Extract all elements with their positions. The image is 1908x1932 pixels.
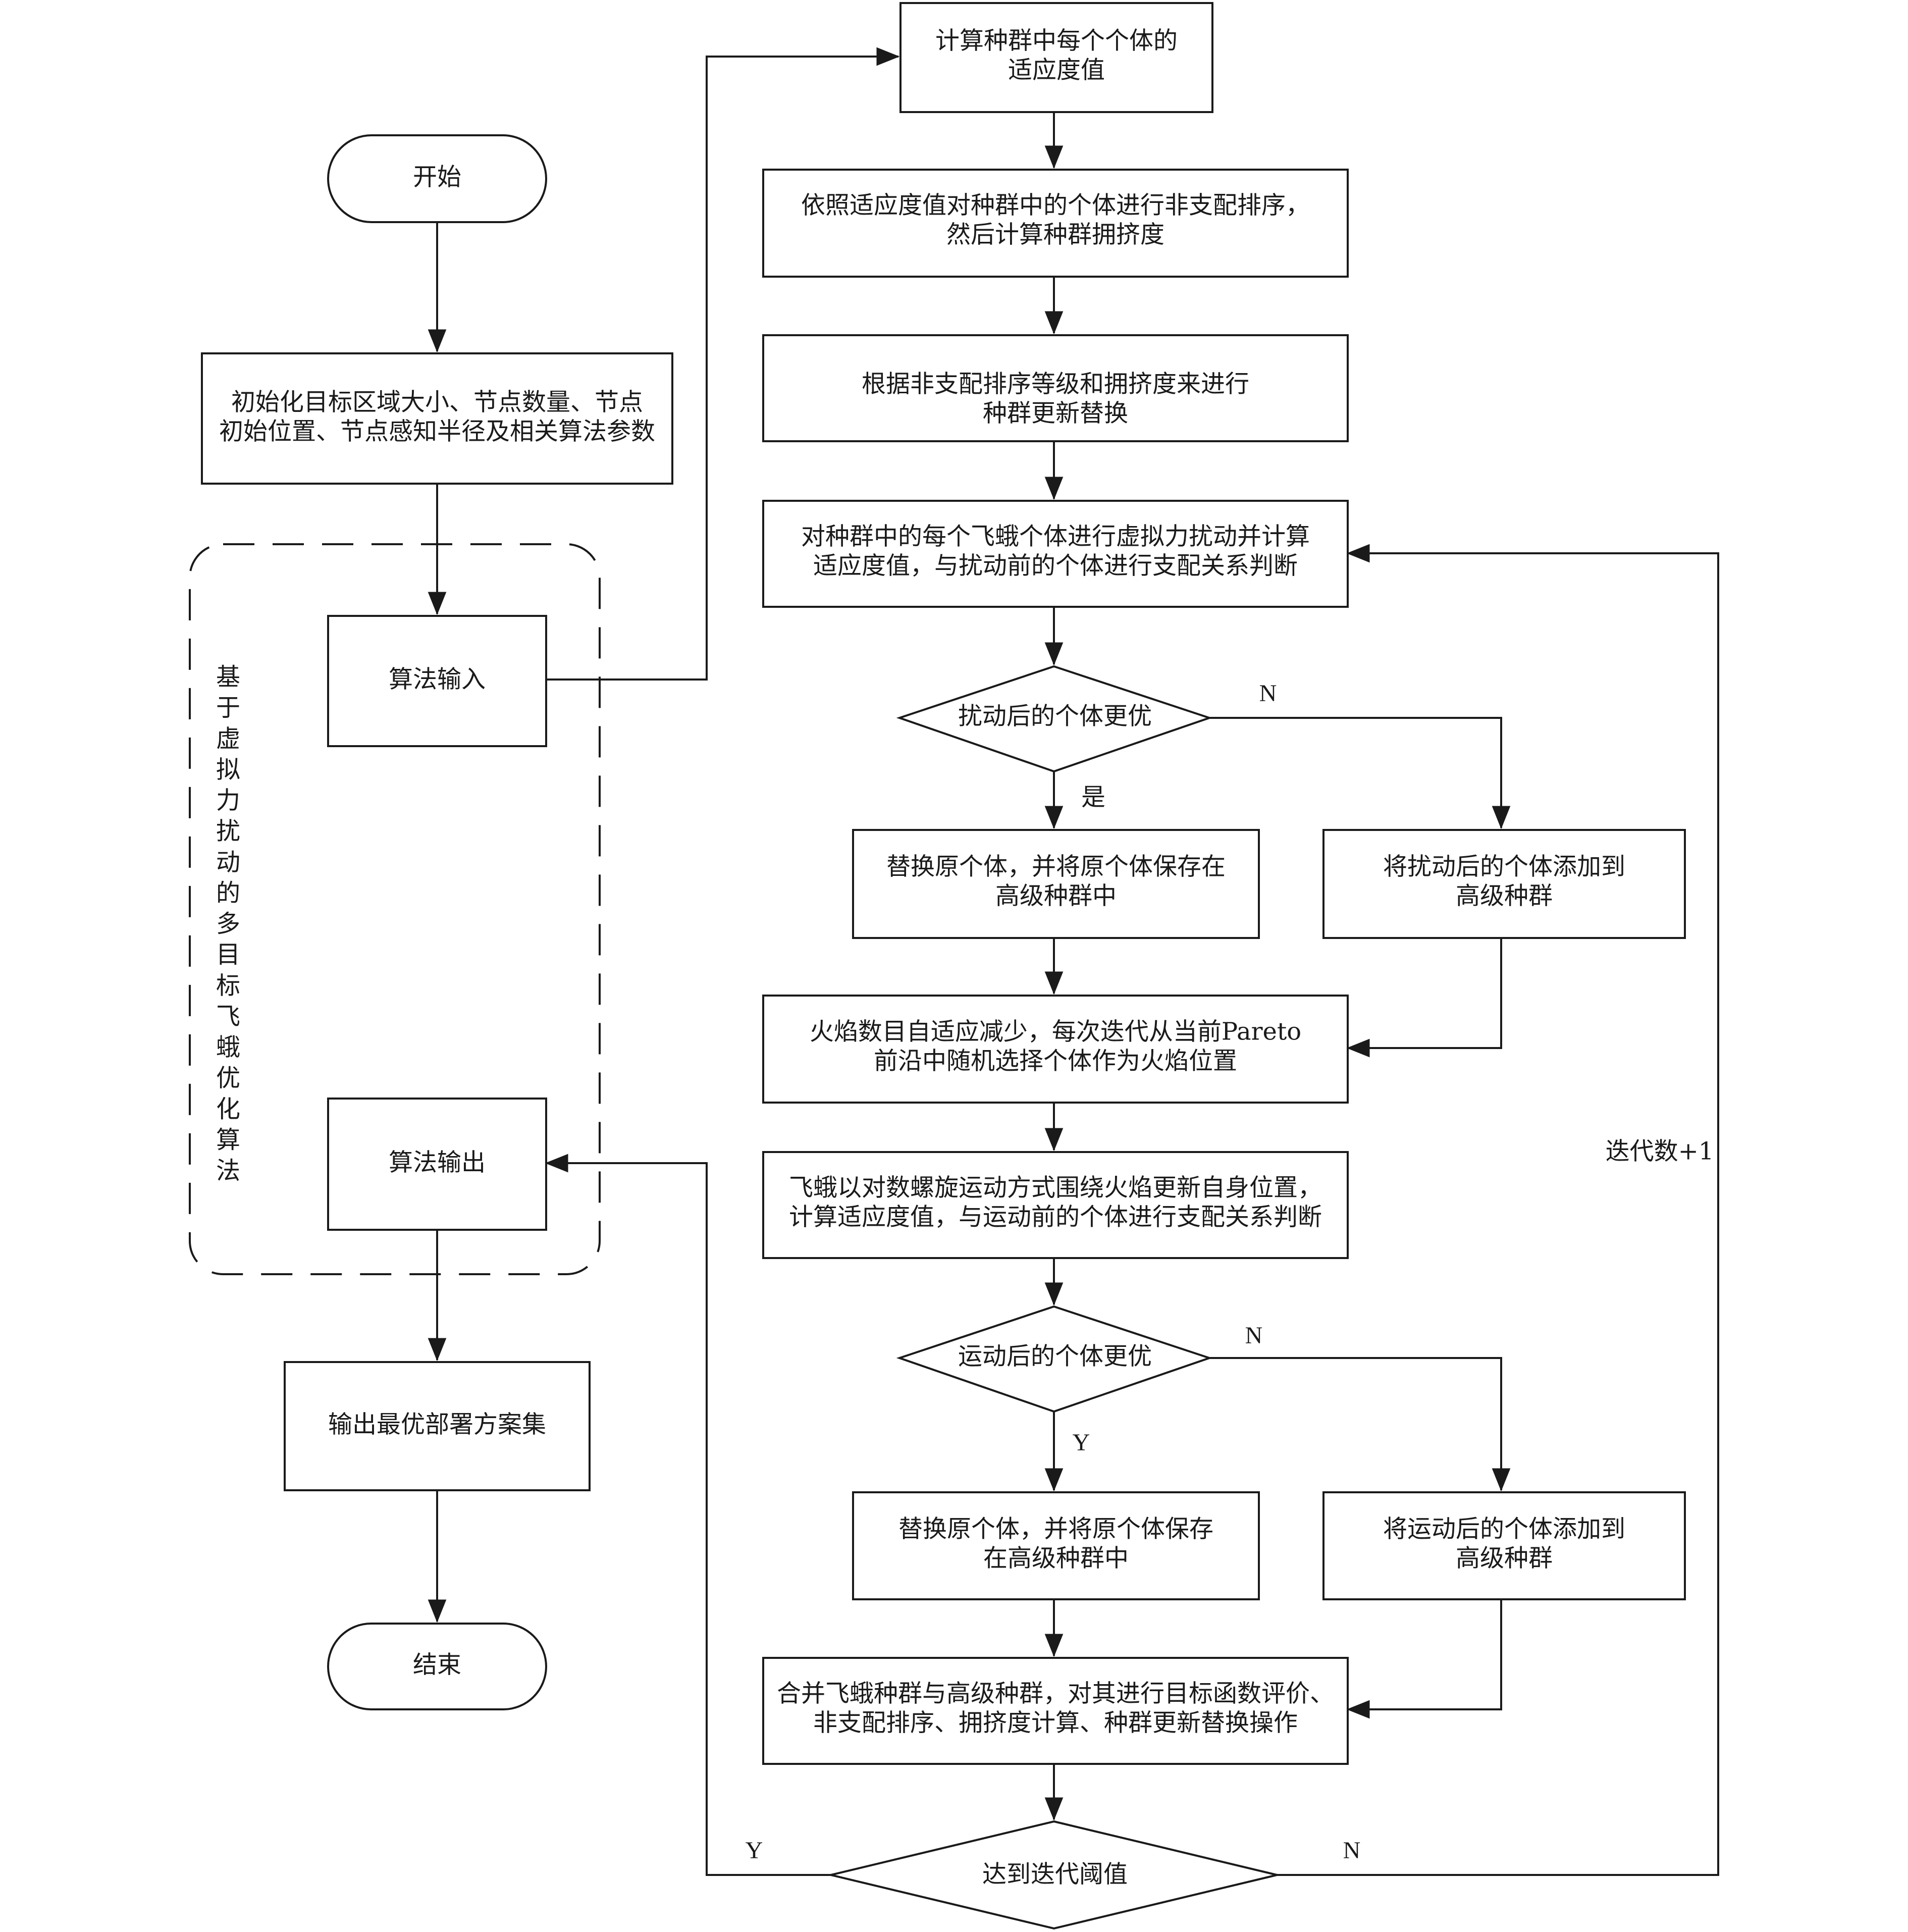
- decision2-no-label: N: [1245, 1322, 1263, 1349]
- sort-line-1: 依照适应度值对种群中的个体进行非支配排序，: [801, 191, 1310, 220]
- add2-line-2: 高级种群: [1456, 1544, 1553, 1573]
- flame-line-2: 前沿中随机选择个体作为火焰位置: [874, 1047, 1237, 1075]
- decision1-yes-label: 是: [1081, 784, 1105, 811]
- add2-line-1: 将运动后的个体添加到: [1383, 1515, 1625, 1543]
- algo-input-text: 算法输入: [389, 665, 486, 694]
- perturb-box: 对种群中的每个飞蛾个体进行虚拟力扰动并计算 适应度值，与扰动前的个体进行支配关系…: [762, 500, 1349, 608]
- merge-box: 合并飞蛾种群与高级种群，对其进行目标函数评价、 非支配排序、拥挤度计算、种群更新…: [762, 1657, 1349, 1765]
- replace1-box: 替换原个体，并将原个体保存在 高级种群中: [852, 829, 1260, 939]
- add1-line-1: 将扰动后的个体添加到: [1383, 853, 1625, 881]
- decision1-text: 扰动后的个体更优: [958, 702, 1152, 730]
- spiral-line-2: 计算适应度值，与运动前的个体进行支配关系判断: [789, 1203, 1322, 1231]
- update-line-1: 根据非支配排序等级和拥挤度来进行: [862, 370, 1249, 398]
- arrow-add1-to-flame: [1346, 938, 1502, 1058]
- algo-input-box: 算法输入: [327, 615, 547, 747]
- start-text: 开始: [413, 163, 461, 191]
- replace2-line-1: 替换原个体，并将原个体保存: [898, 1515, 1213, 1543]
- decision3-yes-label: Y: [746, 1837, 763, 1864]
- fitness-line-2: 适应度值: [1008, 56, 1105, 84]
- add1-box: 将扰动后的个体添加到 高级种群: [1322, 829, 1686, 939]
- decision2-yes-label: Y: [1073, 1429, 1090, 1456]
- replace2-box: 替换原个体，并将原个体保存 在高级种群中: [852, 1491, 1260, 1600]
- arrow-decision1-no: [1209, 717, 1511, 829]
- add2-box: 将运动后的个体添加到 高级种群: [1322, 1491, 1686, 1600]
- decision2-text: 运动后的个体更优: [958, 1342, 1152, 1371]
- merge-line-2: 非支配排序、拥挤度计算、种群更新替换操作: [813, 1709, 1298, 1737]
- perturb-line-1: 对种群中的每个飞蛾个体进行虚拟力扰动并计算: [801, 523, 1310, 551]
- output-best-text: 输出最优部署方案集: [328, 1411, 546, 1439]
- arrow-decision2-no: [1209, 1357, 1511, 1492]
- algo-output-text: 算法输出: [389, 1148, 486, 1177]
- iteration-label: 迭代数+1: [1606, 1137, 1714, 1166]
- replace2-line-2: 在高级种群中: [983, 1544, 1129, 1573]
- arrow-input-to-fitness: [546, 47, 900, 681]
- end-terminal: 结束: [327, 1623, 547, 1710]
- output-best-box: 输出最优部署方案集: [284, 1361, 591, 1491]
- sort-line-2: 然后计算种群拥挤度: [946, 221, 1164, 249]
- init-line-2: 初始位置、节点感知半径及相关算法参数: [219, 417, 655, 446]
- dashed-group-label: 基于虚拟力扰动的多目标飞蛾优化算法: [216, 663, 240, 1185]
- perturb-line-2: 适应度值，与扰动前的个体进行支配关系判断: [813, 552, 1298, 580]
- start-terminal: 开始: [327, 134, 547, 223]
- fitness-box: 计算种群中每个个体的 适应度值: [899, 2, 1213, 113]
- spiral-box: 飞蛾以对数螺旋运动方式围绕火焰更新自身位置， 计算适应度值，与运动前的个体进行支…: [762, 1151, 1349, 1259]
- update-line-2: 种群更新替换: [983, 399, 1128, 428]
- end-text: 结束: [413, 1651, 461, 1679]
- arrow-decision3-no-loop: [1277, 544, 1719, 1876]
- sort-box: 依照适应度值对种群中的个体进行非支配排序， 然后计算种群拥挤度: [762, 169, 1349, 278]
- dashed-algorithm-group: [189, 543, 601, 1275]
- decision3-diamond: 达到迭代阈值: [830, 1820, 1278, 1930]
- arrow-add2-to-merge: [1346, 1599, 1502, 1719]
- add1-line-2: 高级种群: [1456, 882, 1553, 910]
- update-box: 根据非支配排序等级和拥挤度来进行 种群更新替换: [762, 334, 1349, 442]
- init-box: 初始化目标区域大小、节点数量、节点 初始位置、节点感知半径及相关算法参数: [201, 352, 673, 485]
- algo-output-box: 算法输出: [327, 1098, 547, 1231]
- arrow-decision3-yes: [545, 1154, 831, 1876]
- init-line-1: 初始化目标区域大小、节点数量、节点: [231, 388, 643, 416]
- merge-line-1: 合并飞蛾种群与高级种群，对其进行目标函数评价、: [777, 1680, 1334, 1708]
- replace1-line-2: 高级种群中: [995, 882, 1117, 910]
- decision3-text: 达到迭代阈值: [982, 1860, 1128, 1889]
- flame-line-1: 火焰数目自适应减少，每次迭代从当前Pareto: [810, 1018, 1301, 1046]
- fitness-line-1: 计算种群中每个个体的: [935, 27, 1178, 55]
- connectors: [428, 47, 1719, 1876]
- flame-box: 火焰数目自适应减少，每次迭代从当前Pareto 前沿中随机选择个体作为火焰位置: [762, 995, 1349, 1104]
- decision3-no-label: N: [1343, 1837, 1361, 1864]
- replace1-line-1: 替换原个体，并将原个体保存在: [886, 853, 1226, 881]
- decision1-diamond: 扰动后的个体更优: [896, 665, 1213, 773]
- decision1-no-label: N: [1259, 680, 1277, 707]
- decision2-diamond: 运动后的个体更优: [896, 1305, 1213, 1413]
- spiral-line-1: 飞蛾以对数螺旋运动方式围绕火焰更新自身位置，: [789, 1174, 1322, 1202]
